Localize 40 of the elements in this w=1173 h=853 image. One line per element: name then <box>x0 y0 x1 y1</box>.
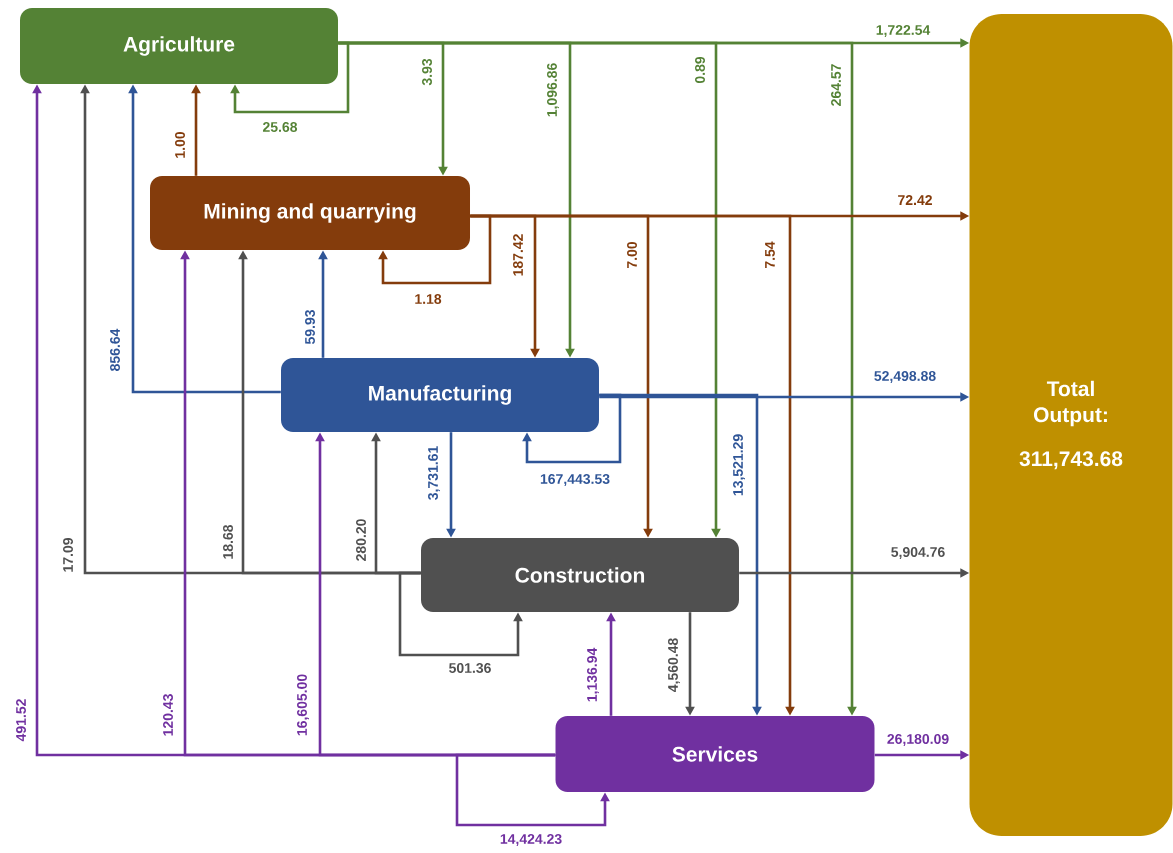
arrow <box>455 753 610 827</box>
edge-label: 7.54 <box>765 241 775 268</box>
edge-label: 120.43 <box>163 694 173 736</box>
edge-label: 4,560.48 <box>668 638 680 692</box>
edge-label: 264.57 <box>831 64 841 106</box>
edge-label: 25.68 <box>263 122 298 132</box>
edge-label: 59.93 <box>305 310 315 345</box>
arrow <box>230 41 350 114</box>
edge-label: 52,498.88 <box>874 371 936 383</box>
edge-label: 501.36 <box>449 663 491 673</box>
edge-label: 5,904.76 <box>891 547 945 559</box>
edge-label: 1.00 <box>175 131 185 158</box>
edge-label: 7.00 <box>627 241 637 268</box>
edge-label: 14,424.23 <box>500 834 562 846</box>
total-output-box: Total Output: 311,743.68 <box>969 14 1173 836</box>
sector-box: Services <box>555 716 875 792</box>
edge-label: 72.42 <box>898 195 932 205</box>
edge-label: 1,096.86 <box>547 63 559 117</box>
sector-box: Manufacturing <box>281 358 599 432</box>
edge-label: 167,443.53 <box>540 474 610 486</box>
edge-label: 856.64 <box>110 328 120 371</box>
arrow <box>378 214 492 285</box>
edge-label: 1,136.94 <box>587 647 599 702</box>
edge-label: 13,521.29 <box>733 434 745 496</box>
edge-label: 491.52 <box>16 699 26 742</box>
edge-label: 3,731.61 <box>428 446 440 500</box>
edge-label: 18.68 <box>223 524 233 559</box>
edge-label: 1,722.54 <box>876 25 931 37</box>
edge-label: 3.93 <box>422 58 432 86</box>
edge-label: 187.42 <box>513 234 523 276</box>
sector-box: Agriculture <box>20 8 338 84</box>
edge-label: 1.18 <box>415 294 442 304</box>
arrow <box>398 571 523 657</box>
edge-label: 17.09 <box>63 538 73 572</box>
sector-box: Mining and quarrying <box>150 176 470 250</box>
edge-label: 0.89 <box>695 56 705 84</box>
edge-label: 280.20 <box>356 519 366 561</box>
edge-label: 26,180.09 <box>887 734 949 746</box>
edge-label: 16,605.00 <box>297 674 309 736</box>
sector-box: Construction <box>421 538 739 612</box>
